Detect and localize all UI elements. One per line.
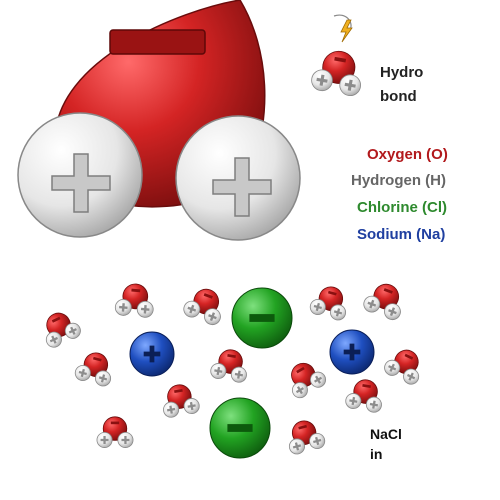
plus-sign-icon [313, 302, 322, 312]
plus-sign-icon [187, 304, 197, 314]
hydrogen-bond-label-line1: Hydro [380, 64, 424, 81]
plus-sign-icon [49, 335, 58, 344]
water-molecule [291, 362, 327, 399]
plus-sign-icon [388, 307, 397, 317]
legend-chlorine: Chlorine (Cl) [357, 199, 447, 216]
minus-sign-icon [174, 388, 183, 394]
plus-sign-icon [314, 375, 323, 384]
plus-sign-icon [166, 405, 176, 414]
plus-sign-icon [121, 435, 130, 444]
minus-sign-icon [109, 29, 206, 55]
water-molecule [210, 349, 247, 383]
hydrogen-bond-label-line2: bond [380, 88, 417, 105]
oxygen-atom [394, 349, 419, 375]
solution-label-line2: in [370, 446, 383, 462]
plus-sign-icon [140, 305, 150, 314]
water-molecule [114, 283, 154, 318]
minus-sign-icon [383, 288, 393, 294]
water-molecule [96, 416, 134, 448]
oxygen-atom [46, 312, 71, 338]
water-molecule [74, 352, 112, 387]
minus-sign-icon [131, 288, 141, 293]
minus-sign-icon [327, 290, 337, 296]
legend-oxygen: Oxygen (O) [367, 146, 448, 163]
plus-sign-icon [51, 153, 111, 213]
plus-sign-icon [295, 386, 304, 395]
minus-sign-icon [51, 316, 61, 323]
plus-sign-icon [292, 442, 302, 451]
plus-sign-icon [187, 401, 196, 411]
plus-sign-icon [68, 326, 77, 335]
plus-sign-icon [214, 366, 223, 376]
water-molecule [384, 349, 420, 385]
legend-sodium: Sodium (Na) [357, 226, 446, 243]
solution-label-line1: NaCl [370, 426, 402, 442]
plus-sign-icon [119, 303, 128, 312]
water-molecule [163, 384, 200, 418]
legend-hydrogen: Hydrogen (H) [351, 172, 446, 189]
water-molecule [363, 283, 401, 321]
plus-sign-icon [78, 368, 87, 378]
hydrogen-bond-marker [333, 14, 353, 43]
plus-sign-icon [333, 308, 343, 317]
minus-sign-icon [362, 383, 371, 389]
minus-sign-icon [227, 353, 236, 359]
plus-sign-icon [100, 435, 109, 444]
minus-sign-icon [227, 424, 253, 432]
minus-sign-icon [249, 314, 275, 322]
plus-sign-icon [343, 343, 361, 361]
plus-sign-icon [234, 370, 244, 379]
chloride-ion [231, 287, 293, 349]
plus-sign-icon [369, 400, 379, 409]
chloride-ion [209, 397, 271, 459]
minus-sign-icon [298, 424, 308, 430]
large-water-molecule [17, 0, 301, 241]
plus-sign-icon [143, 345, 161, 363]
minus-sign-icon [203, 293, 213, 299]
plus-sign-icon [344, 79, 356, 91]
plus-sign-icon [208, 312, 217, 322]
water-molecule [183, 288, 221, 326]
plus-sign-icon [212, 157, 272, 217]
sodium-ion [329, 329, 375, 375]
minus-sign-icon [92, 356, 102, 362]
minus-sign-icon [334, 56, 347, 63]
plus-sign-icon [313, 436, 322, 446]
plus-sign-icon [98, 374, 108, 383]
plus-sign-icon [349, 396, 358, 406]
minus-sign-icon [404, 353, 414, 360]
water-molecule [345, 379, 382, 413]
oxygen-atom [291, 362, 316, 388]
plus-sign-icon [316, 74, 328, 86]
plus-sign-icon [367, 299, 377, 309]
minus-sign-icon [296, 366, 305, 374]
lightning-bolt-icon [340, 19, 353, 43]
plus-sign-icon [407, 372, 416, 381]
sodium-ion [129, 331, 175, 377]
water-molecule [311, 50, 361, 97]
plus-sign-icon [388, 363, 397, 372]
water-molecule [309, 286, 347, 321]
minus-sign-icon [110, 421, 120, 425]
water-molecule [288, 420, 326, 455]
water-molecule [45, 312, 81, 348]
